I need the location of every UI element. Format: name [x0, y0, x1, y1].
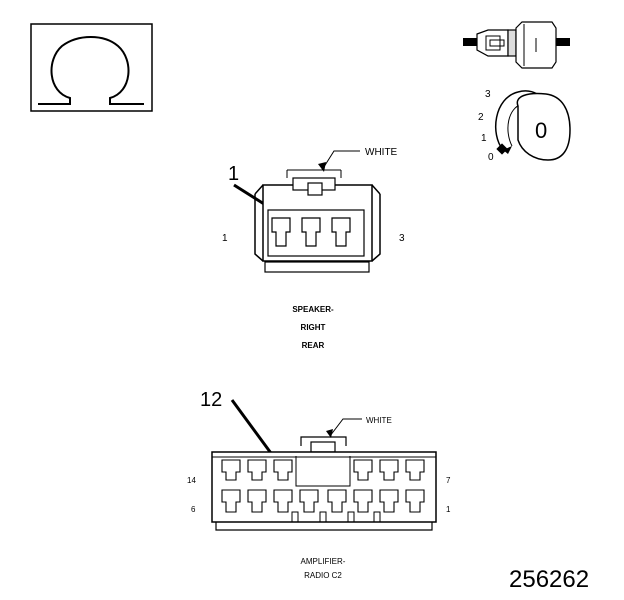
callout-12: 12 [200, 389, 222, 411]
connector1-pin-right: 3 [399, 233, 405, 244]
connector2-pin-top-right: 7 [446, 476, 451, 485]
key-position-3: 3 [485, 89, 491, 100]
connector2-top-row [221, 459, 425, 481]
connector2-bottom-row [221, 489, 425, 513]
key-position-1: 1 [481, 133, 487, 144]
callout-1: 1 [228, 163, 239, 185]
connector2-name-line2: RADIO C2 [304, 571, 342, 580]
key-position-0: 0 [488, 152, 494, 163]
connector2-pin-bottom-right: 1 [446, 505, 451, 514]
amplifier-radio-c2-connector: 12 WHITE [187, 389, 451, 580]
key-position-2: 2 [478, 112, 484, 123]
figure-number: 256262 [509, 566, 589, 593]
connector1-color-label: WHITE [365, 147, 398, 158]
key-face-label: 0 [535, 118, 547, 143]
connector-plug-icon [463, 21, 570, 69]
ohm-symbol-box [30, 23, 153, 112]
speaker-right-rear-connector: 1 WHITE 1 3 SPEAKER- RIGHT REAR [222, 147, 405, 350]
connector2-pin-top-left: 14 [187, 476, 196, 485]
connector1-pin-left: 1 [222, 233, 228, 244]
ohm-icon [38, 36, 144, 105]
connector2-name-line1: AMPLIFIER- [301, 557, 346, 566]
ignition-key-icon: 3 2 1 0 0 [478, 89, 571, 163]
connector1-name-line3: REAR [302, 341, 325, 350]
connector1-name-line1: SPEAKER- [292, 305, 334, 314]
connector1-name-line2: RIGHT [301, 323, 326, 332]
connector2-color-label: WHITE [366, 416, 392, 425]
connector2-pin-bottom-left: 6 [191, 505, 196, 514]
